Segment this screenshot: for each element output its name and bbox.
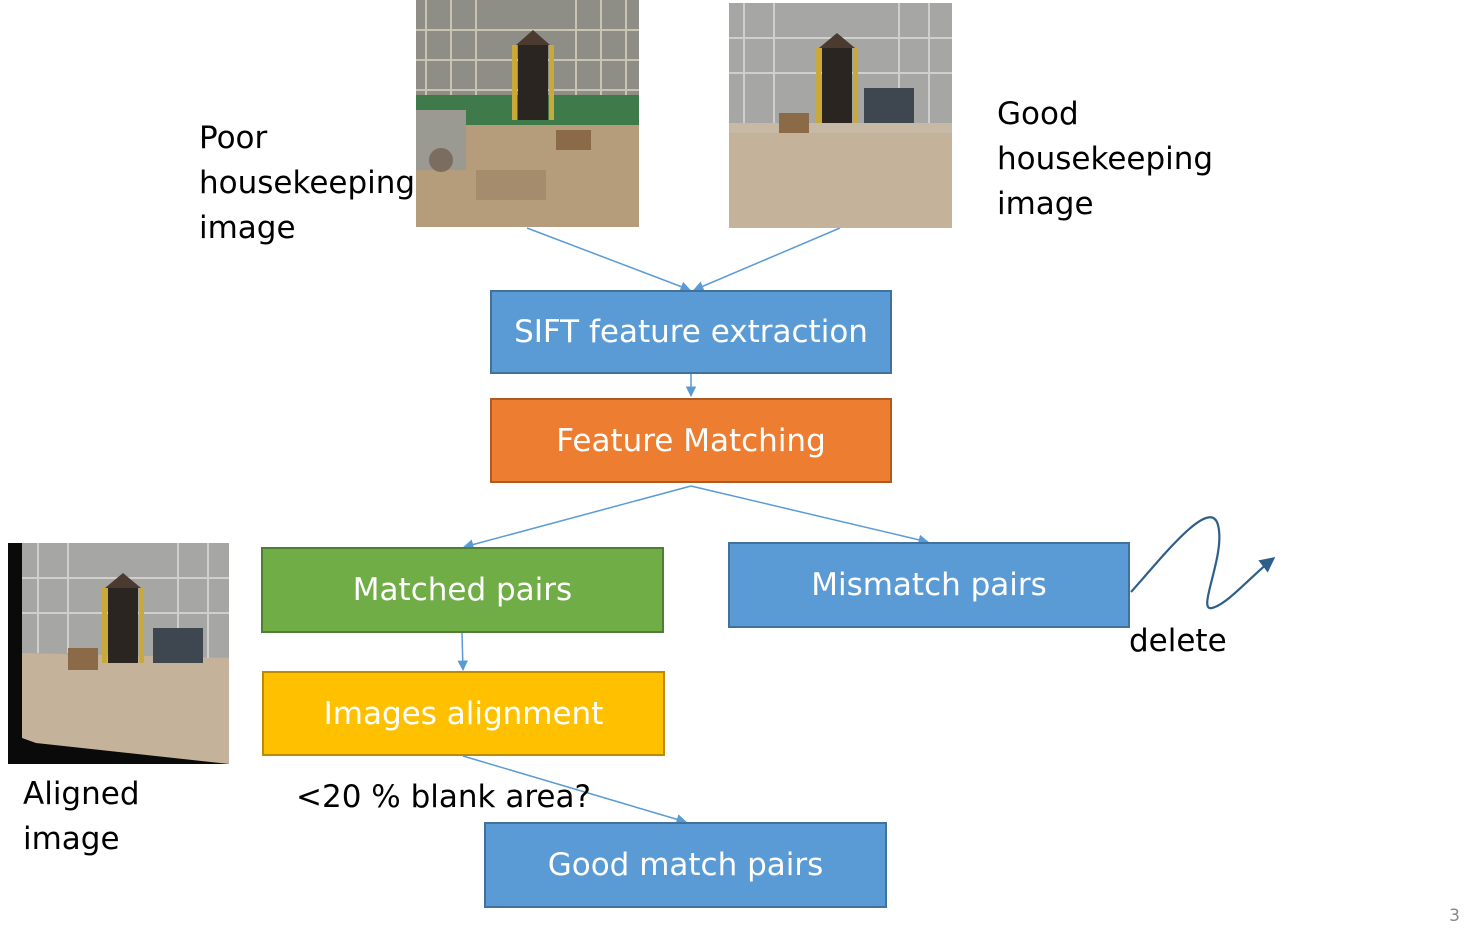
arrow-good-to-sift (693, 227, 841, 292)
delete-label: delete (1129, 623, 1227, 659)
feature-matching-box: Feature Matching (490, 398, 892, 483)
blank-area-label: <20 % blank area? (296, 779, 591, 815)
squiggle-delete-arrow (1130, 516, 1276, 610)
images-alignment-box: Images alignment (262, 671, 665, 756)
matched-pairs-box: Matched pairs (261, 547, 664, 633)
good-housekeeping-photo (729, 3, 952, 228)
mismatch-pairs-box: Mismatch pairs (728, 542, 1130, 628)
good-match-pairs-box: Good match pairs (484, 822, 887, 908)
arrow-alignment-to-goodmatch (462, 755, 688, 825)
good-housekeeping-label: Good housekeeping image (997, 96, 1214, 222)
arrow-poor-to-sift (526, 227, 691, 292)
arrow-matching-to-matched (462, 485, 692, 550)
arrow-matched-to-alignment (457, 632, 468, 672)
sift-feature-extraction-box: SIFT feature extraction (490, 290, 892, 374)
arrow-matching-to-mismatch (690, 485, 930, 545)
poor-housekeeping-photo (416, 0, 639, 227)
page-number: 3 (1449, 906, 1460, 926)
poor-housekeeping-label: Poor housekeeping image (199, 120, 416, 246)
aligned-photo (8, 543, 229, 764)
aligned-image-label: Aligned image (23, 776, 140, 857)
